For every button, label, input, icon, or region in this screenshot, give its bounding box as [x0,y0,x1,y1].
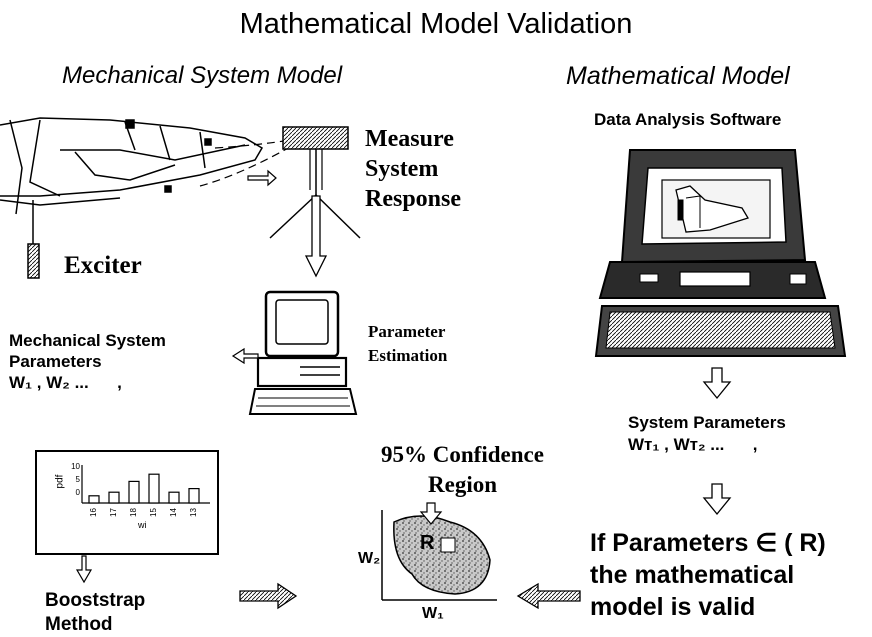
mech-params-line-3: W₁ , W₂ ... , [9,373,122,392]
histogram-bar [168,491,180,504]
histogram-ytick: 10 [71,462,80,471]
estimation-computer [248,290,358,415]
histogram-xtick: 14 [168,508,178,517]
histogram-bars [88,473,200,504]
histogram-ytick: 0 [75,488,80,497]
measure-line-3: Response [365,186,462,212]
param-estimation-line-1: Parameter [368,322,446,341]
validity-line-3: model is valid [590,593,756,621]
mech-params-label: Mechanical System Parameters W₁ , W₂ ...… [9,330,166,393]
histogram-xtick: 13 [188,508,198,517]
histogram-xtick: 16 [88,508,98,517]
system-params-line-2: Wᴛ₁ , Wᴛ₂ ... , [628,435,758,454]
confidence-line-1: 95% Confidence [381,442,544,467]
mech-params-line-1: Mechanical System [9,331,166,350]
arrow-to-region [419,502,443,525]
histogram-xtick: 17 [108,508,118,517]
airplane-model [0,117,264,215]
confidence-line-2: Region [428,472,497,497]
validity-line-1: If Parameters ∈ ( R) [590,529,826,557]
region-point-box [440,537,456,553]
arrow-to-params [231,347,259,365]
validity-line-2: the mathematical [590,561,795,589]
measure-response-label: Measure System Response [365,124,461,214]
measure-line-1: Measure [365,126,454,152]
system-params-label: System Parameters Wᴛ₁ , Wᴛ₂ ... , [628,412,786,456]
confidence-region-blob [393,515,491,595]
mech-params-line-2: Parameters [9,352,102,371]
right-heading: Mathematical Model [566,62,790,90]
histogram-yticks: 10 5 0 [68,460,80,499]
arrow-bootstrap-to-region [239,582,298,610]
arrow-to-validity [702,483,732,516]
histogram-bar [108,491,120,504]
validity-statement: If Parameters ∈ ( R) the mathematical mo… [590,527,826,623]
histogram-bar [128,480,140,504]
histogram-ylabel: pdf [54,474,66,489]
arrow-validity-to-region [516,582,581,610]
signal-line-2 [199,145,293,187]
analysis-computer [594,149,847,357]
diagram-title: Mathematical Model Validation [239,8,633,40]
bootstrap-label: Booststrap Method [45,589,145,637]
histogram-xlabel: wi [138,520,147,530]
bootstrap-line-1: Booststrap [45,590,146,611]
confidence-label: 95% Confidence Region [345,440,580,500]
histogram-ytick: 5 [75,475,80,484]
arrow-to-bootstrap [75,555,93,584]
param-estimation-line-2: Estimation [368,346,448,365]
bootstrap-line-2: Method [45,614,113,635]
measure-line-2: System [365,156,439,182]
sensor-box [269,126,361,278]
histogram-xtick: 18 [128,508,138,517]
axis-w2-label: W₂ [358,550,381,567]
arrow-to-sensor [247,169,277,187]
param-estimation-label: Parameter Estimation [368,320,447,368]
axis-w1-label: W₁ [422,605,444,622]
region-r-label: R [420,532,435,554]
exciter-device [27,200,40,279]
arrow-to-system-params [702,367,732,400]
software-label: Data Analysis Software [594,110,782,129]
left-heading: Mechanical System Model [62,62,343,89]
histogram-xtick: 15 [148,508,158,517]
histogram-bar [148,473,160,504]
system-params-line-1: System Parameters [628,413,786,432]
histogram-bar [188,488,200,504]
exciter-label: Exciter [64,252,142,279]
histogram-bar [88,495,100,504]
